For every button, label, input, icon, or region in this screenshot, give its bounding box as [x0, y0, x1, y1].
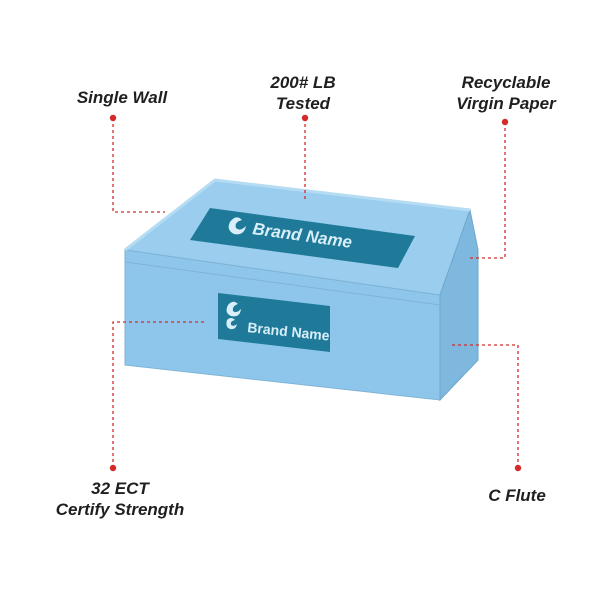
callout-recyclable: Recyclable Virgin Paper	[436, 72, 576, 114]
front-logo-icon	[226, 301, 241, 330]
lid-logo-icon	[228, 217, 246, 235]
callout-ect: 32 ECT Certify Strength	[40, 478, 200, 520]
box-front-fold	[124, 261, 441, 306]
dot-c-flute	[514, 464, 522, 472]
callout-c-flute: C Flute	[462, 485, 572, 506]
dot-ect	[109, 464, 117, 472]
callout-ect-line2: Certify Strength	[55, 500, 185, 519]
front-brand-panel: Brand Name	[218, 293, 331, 352]
box-side-face	[439, 208, 479, 402]
callout-single-wall-line1: Single Wall	[76, 88, 168, 107]
callout-ect-line1: 32 ECT	[91, 479, 149, 498]
callout-lb-tested-line1: 200# LB	[270, 73, 336, 92]
callout-lb-tested-line2: Tested	[275, 94, 331, 113]
callout-recyclable-line1: Recyclable	[461, 73, 551, 92]
callout-lb-tested: 200# LB Tested	[238, 72, 368, 114]
callout-recyclable-line2: Virgin Paper	[456, 94, 556, 113]
dot-recyclable	[501, 118, 509, 126]
leader-single-wall	[112, 118, 165, 213]
callout-single-wall: Single Wall	[62, 87, 182, 108]
dot-single-wall	[109, 114, 117, 122]
callout-c-flute-line1: C Flute	[488, 486, 546, 505]
dot-lb-tested	[301, 114, 309, 122]
box-lid-edge	[124, 178, 471, 252]
leader-ect	[112, 321, 205, 468]
leader-c-flute	[452, 344, 519, 468]
